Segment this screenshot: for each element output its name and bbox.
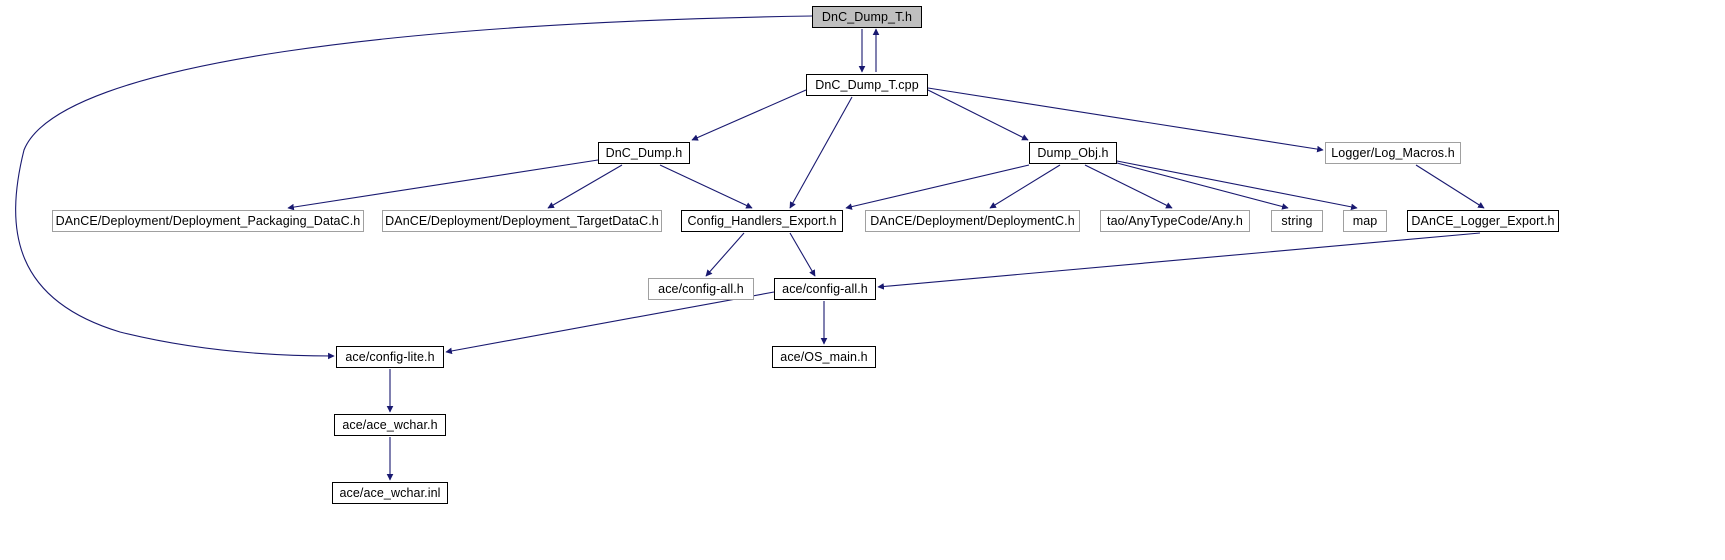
edge-n2-n6 [547,164,623,209]
node-label: map [1352,213,1378,228]
edge-n1-n2 [691,89,807,141]
node-label: DnC_Dump.h [605,145,683,160]
edge-n12-n14 [877,232,1481,290]
edge-n3-n11 [1116,160,1358,211]
node-deployment-targetdatac-h[interactable]: DAnCE/Deployment/Deployment_TargetDataC.… [382,210,662,232]
node-label: ace/config-lite.h [345,349,435,364]
node-ace-config-all-h-right[interactable]: ace/config-all.h [774,278,876,300]
edge-n0-n15 [15,15,813,360]
edge-n1-n3 [927,89,1029,141]
node-dnc-dump-t-h[interactable]: DnC_Dump_T.h [812,6,922,28]
edge-n4-n12 [1415,164,1485,209]
node-label: ace/config-all.h [782,281,868,296]
node-label: string [1281,213,1313,228]
edge-n2-n7 [659,164,753,209]
node-label: DnC_Dump_T.h [821,9,913,24]
node-string[interactable]: string [1271,210,1323,232]
node-ace-config-all-h-left[interactable]: ace/config-all.h [648,278,754,300]
node-label: DAnCE_Logger_Export.h [1411,213,1555,228]
node-label: DnC_Dump_T.cpp [815,77,919,92]
node-deployment-packaging-datac-h[interactable]: DAnCE/Deployment/Deployment_Packaging_Da… [52,210,364,232]
node-label: DAnCE/Deployment/Deployment_Packaging_Da… [55,213,361,228]
edge-n1-n4 [927,87,1324,153]
node-tao-anytypecode-any-h[interactable]: tao/AnyTypeCode/Any.h [1100,210,1250,232]
node-label: ace/OS_main.h [780,349,868,364]
node-dnc-dump-h[interactable]: DnC_Dump.h [598,142,690,164]
edge-n7-n13 [705,232,745,277]
edge-n3-n7 [845,164,1030,210]
node-map[interactable]: map [1343,210,1387,232]
node-label: ace/ace_wchar.h [342,417,438,432]
edge-n14-n15 [445,291,775,355]
node-ace-os-main-h[interactable]: ace/OS_main.h [772,346,876,368]
edge-n7-n14 [789,232,816,277]
node-ace-config-lite-h[interactable]: ace/config-lite.h [336,346,444,368]
edge-n3-n9 [1084,164,1173,209]
node-label: Logger/Log_Macros.h [1331,145,1455,160]
node-label: Config_Handlers_Export.h [687,213,837,228]
edge-n2-n5 [287,159,599,211]
node-config-handlers-export-h[interactable]: Config_Handlers_Export.h [681,210,843,232]
node-label: ace/config-all.h [658,281,744,296]
node-ace-ace-wchar-inl[interactable]: ace/ace_wchar.inl [332,482,448,504]
node-ace-ace-wchar-h[interactable]: ace/ace_wchar.h [334,414,446,436]
node-dance-logger-export-h[interactable]: DAnCE_Logger_Export.h [1407,210,1559,232]
node-deploymentc-h[interactable]: DAnCE/Deployment/DeploymentC.h [865,210,1080,232]
node-label: Dump_Obj.h [1037,145,1109,160]
node-label: DAnCE/Deployment/Deployment_TargetDataC.… [385,213,659,228]
node-dnc-dump-t-cpp[interactable]: DnC_Dump_T.cpp [806,74,928,96]
node-label: DAnCE/Deployment/DeploymentC.h [870,213,1075,228]
node-label: ace/ace_wchar.inl [339,485,441,500]
node-dump-obj-h[interactable]: Dump_Obj.h [1029,142,1117,164]
node-logger-log-macros-h[interactable]: Logger/Log_Macros.h [1325,142,1461,164]
edge-n3-n8 [989,164,1061,209]
edge-n3-n10 [1116,162,1289,210]
edge-n1-n7 [789,96,853,209]
node-label: tao/AnyTypeCode/Any.h [1107,213,1243,228]
